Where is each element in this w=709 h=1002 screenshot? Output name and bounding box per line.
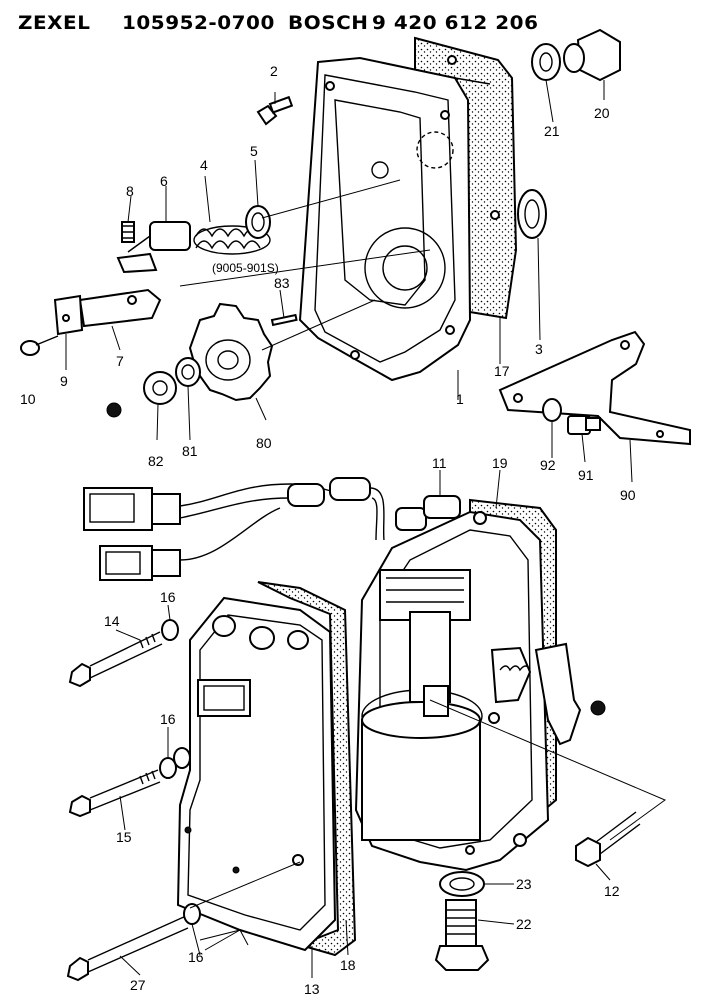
gasket-18	[257, 581, 357, 957]
callout-83: 83	[274, 275, 290, 291]
bracket-7	[78, 288, 162, 328]
callout-8: 8	[126, 183, 134, 199]
brand-zexel: ZEXEL	[18, 12, 91, 34]
serial-note: (9005-901S)	[212, 261, 279, 275]
callout-6: 6	[160, 173, 168, 189]
callout-15: 15	[116, 829, 132, 845]
spring-seat-5	[245, 205, 271, 239]
callout-10: 10	[20, 391, 36, 407]
bolt-91	[567, 415, 601, 435]
callout-9: 9	[60, 373, 68, 389]
callout-80: 80	[256, 435, 272, 451]
callout-3: 3	[535, 341, 543, 357]
callout-90: 90	[620, 487, 636, 503]
callout-17: 17	[494, 363, 510, 379]
bracket-90	[498, 330, 691, 446]
governor-lever-bracket	[534, 642, 582, 746]
callout-7: 7	[116, 353, 124, 369]
bolt-2	[256, 92, 294, 126]
callout-1: 1	[456, 391, 464, 407]
washer-81	[175, 357, 201, 387]
callout-18: 18	[340, 957, 356, 973]
callout-11: 11	[432, 455, 447, 471]
callout-92: 92	[540, 457, 556, 473]
bolt-14	[68, 631, 163, 688]
callout-81: 81	[182, 443, 198, 459]
gasket-hole	[490, 210, 500, 220]
callout-91: 91	[578, 467, 594, 483]
governor-body-19	[354, 498, 557, 872]
screw-10	[20, 335, 59, 356]
callout-27: 27	[130, 977, 146, 993]
bolt-15	[68, 769, 161, 818]
callout-21: 21	[544, 123, 560, 139]
zexel-part-number: 105952-0700	[122, 12, 275, 34]
pin-6	[116, 221, 191, 274]
plug-dot	[106, 402, 122, 418]
valve-22	[434, 899, 490, 971]
callout-16-top: 16	[160, 589, 176, 605]
callout-12: 12	[604, 883, 620, 899]
callout-4: 4	[200, 157, 208, 173]
callout-13: 13	[304, 981, 320, 997]
callout-14: 14	[104, 613, 120, 629]
leader-lines	[65, 79, 667, 978]
seal-3	[517, 189, 547, 239]
seal-ring-23	[439, 871, 485, 897]
washer-21	[531, 43, 561, 81]
plug-20	[563, 28, 621, 82]
plug-dot-right	[590, 700, 606, 716]
washer-92	[542, 398, 562, 422]
gear-80	[188, 302, 274, 402]
callout-82: 82	[148, 453, 164, 469]
cover-13	[176, 596, 337, 952]
callout-22: 22	[516, 916, 532, 932]
gasket-hole	[447, 55, 457, 65]
bosch-part-number: 9 420 612 206	[372, 12, 539, 34]
callout-23: 23	[516, 876, 532, 892]
housing-1	[298, 56, 491, 382]
bolt-12	[575, 811, 641, 868]
washer-16-top	[161, 619, 179, 641]
callout-19: 19	[492, 455, 508, 471]
plate-9	[53, 294, 84, 336]
callout-16-bottom: 16	[188, 949, 204, 965]
brand-bosch: BOSCH	[288, 12, 369, 34]
callout-5: 5	[250, 143, 258, 159]
screw-8	[121, 221, 135, 243]
nut-82	[143, 371, 177, 405]
wire-harness-11	[83, 477, 461, 581]
callout-20: 20	[594, 105, 610, 121]
callout-16-mid: 16	[160, 711, 176, 727]
callout-2: 2	[270, 63, 278, 79]
washer-16-mid	[159, 747, 191, 779]
bolt-27	[66, 915, 189, 982]
